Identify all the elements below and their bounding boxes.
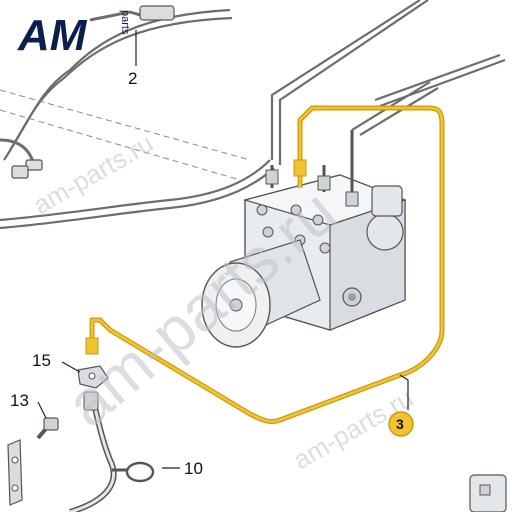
dashed-guide-lines — [0, 89, 251, 181]
lower-right-fitting — [469, 474, 507, 512]
bracket-part-15 — [77, 365, 109, 389]
callout-13: 13 — [10, 391, 29, 410]
pump-motor — [201, 239, 321, 348]
watermark-text: am-parts.ru — [28, 128, 158, 220]
callout-3: 3 — [388, 411, 414, 437]
highlighted-brake-line — [85, 105, 445, 425]
callout-label-3: 3 — [396, 416, 404, 432]
callout-15: 15 — [32, 351, 51, 370]
callout-label-15: 15 — [32, 351, 51, 370]
callout-10: 10 — [184, 459, 203, 478]
logo-suffix: parts — [119, 10, 131, 35]
callout-3-marker — [388, 411, 414, 437]
flexible-hose-part-10 — [69, 391, 155, 512]
callout-label-10: 10 — [184, 459, 203, 478]
callout-label-13: 13 — [10, 391, 29, 410]
logo-brand: AM — [17, 11, 88, 60]
bolt-part-13 — [36, 417, 59, 440]
lower-left-bracket — [7, 439, 23, 506]
callout-2: 2 — [128, 69, 137, 88]
brand-logo: AM parts — [17, 10, 131, 60]
callout-label-2: 2 — [128, 69, 137, 88]
port-fittings — [265, 130, 359, 207]
callout-leaders — [37, 30, 409, 469]
upper-left-hose — [0, 5, 175, 179]
